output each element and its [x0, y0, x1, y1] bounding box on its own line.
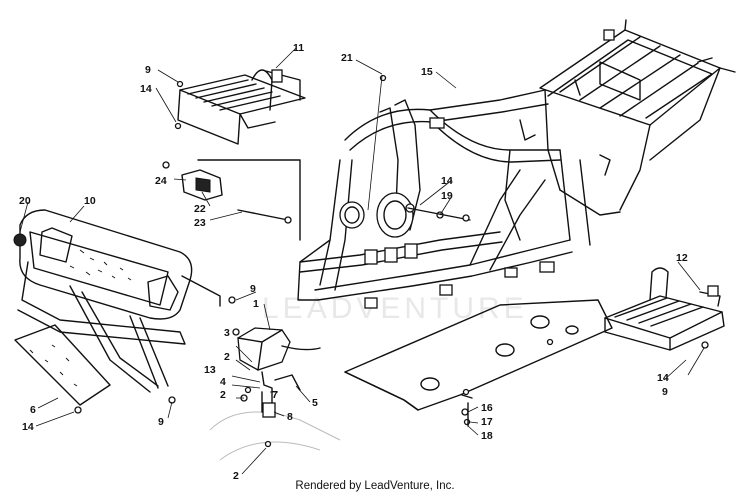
leader-lines [19, 47, 705, 475]
callout-3: 3 [224, 327, 230, 339]
skid-plate-main [344, 299, 613, 427]
callout-5: 5 [312, 397, 318, 409]
callout-2-c: 2 [233, 470, 239, 482]
callout-7: 7 [272, 389, 278, 401]
footrest-bracket-upper [177, 69, 306, 145]
main-frame [297, 19, 736, 309]
callout-1: 1 [253, 298, 259, 310]
watermark: LEADVENTURE [262, 292, 528, 325]
callout-23: 23 [194, 217, 206, 229]
callout-2-b: 2 [220, 389, 226, 401]
callout-9-top: 9 [145, 64, 151, 76]
front-bumper-assembly [13, 209, 221, 393]
callout-12: 12 [676, 252, 688, 264]
callout-18: 18 [481, 430, 493, 442]
callout-9-left: 9 [158, 416, 164, 428]
footrest-right [604, 267, 725, 351]
callout-22: 22 [194, 203, 206, 215]
callout-9-bumper: 9 [250, 283, 256, 295]
render-credit: Rendered by LeadVenture, Inc. [295, 480, 455, 492]
callout-20: 20 [19, 195, 31, 207]
callout-10: 10 [84, 195, 96, 207]
callout-6: 6 [30, 404, 36, 416]
skid-plate-left [14, 324, 111, 406]
mounting-bracket-22 [162, 159, 301, 241]
callout-15: 15 [421, 66, 433, 78]
callout-11: 11 [293, 42, 304, 54]
callout-16: 16 [481, 402, 493, 414]
callout-14-mid: 14 [441, 175, 453, 187]
callout-21: 21 [341, 52, 353, 64]
headlight-pod [209, 327, 341, 461]
callout-13: 13 [204, 364, 216, 376]
callout-2-a: 2 [224, 351, 230, 363]
callout-14-top: 14 [140, 83, 152, 95]
callout-9-right: 9 [662, 386, 668, 398]
callout-14-right: 14 [657, 372, 669, 384]
callout-14-left: 14 [22, 421, 34, 433]
callout-labels: 11 9 14 21 15 24 22 23 14 19 20 10 9 1 1… [19, 42, 688, 482]
callout-8: 8 [287, 411, 293, 423]
callout-24: 24 [155, 175, 167, 187]
callout-19: 19 [441, 190, 453, 202]
callout-17: 17 [481, 416, 493, 428]
callout-4: 4 [220, 376, 226, 388]
